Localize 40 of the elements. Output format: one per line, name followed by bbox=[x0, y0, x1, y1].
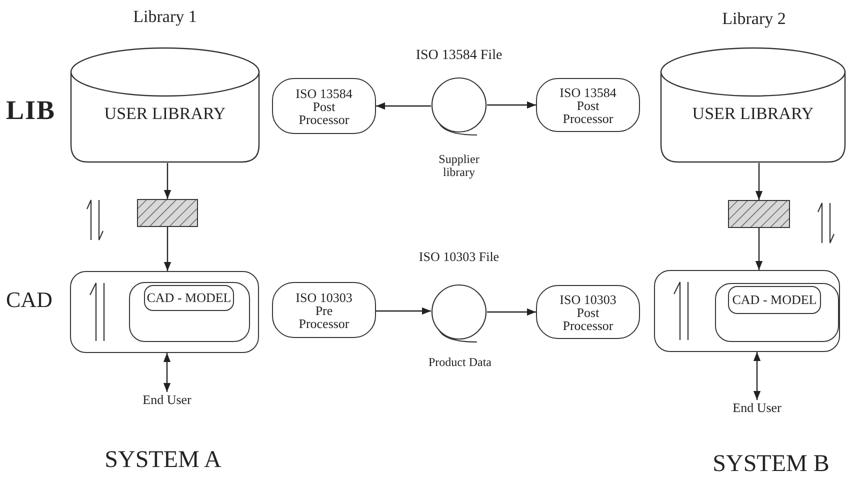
hatched-block bbox=[728, 200, 790, 228]
processor-box: ISO 10303 Post Processor bbox=[536, 285, 640, 339]
library-title: USER LIBRARY bbox=[691, 105, 815, 123]
arrow bbox=[164, 163, 172, 199]
model-tag: CAD - MODEL bbox=[144, 285, 234, 311]
library-caption: Library 1 bbox=[132, 8, 198, 26]
arrow bbox=[487, 308, 536, 316]
processor-box: ISO 13584 Post Processor bbox=[272, 78, 376, 134]
model-frame bbox=[715, 283, 839, 342]
system-frame bbox=[70, 271, 259, 353]
user-label: End User bbox=[135, 392, 199, 410]
system-frame bbox=[654, 270, 840, 352]
arrow bbox=[755, 228, 763, 270]
data-store-circle bbox=[431, 284, 487, 344]
system-label: SYSTEM B bbox=[712, 452, 830, 478]
library-caption: Library 2 bbox=[721, 10, 787, 28]
user-label: End User bbox=[725, 400, 789, 418]
arrow bbox=[163, 353, 171, 392]
row-label: CAD bbox=[6, 288, 54, 312]
arrow bbox=[755, 163, 763, 200]
file-caption: ISO 13584 File bbox=[414, 49, 504, 64]
arrow bbox=[753, 352, 761, 400]
model-tag: CAD - MODEL bbox=[728, 286, 821, 314]
arrow bbox=[487, 101, 536, 109]
row-label: LIB bbox=[6, 96, 57, 124]
library-title: USER LIBRARY bbox=[103, 105, 227, 123]
arrow bbox=[376, 307, 431, 315]
system-label: SYSTEM A bbox=[104, 448, 222, 474]
library-cylinder bbox=[660, 47, 846, 163]
store-caption: Supplier library bbox=[438, 153, 480, 178]
model-frame bbox=[129, 282, 250, 342]
processor-box: ISO 13584 Post Processor bbox=[536, 78, 640, 132]
library-cylinder bbox=[70, 47, 260, 163]
data-store-circle bbox=[431, 77, 487, 137]
store-caption: Product Data bbox=[428, 356, 492, 369]
file-caption: ISO 10303 File bbox=[418, 250, 500, 264]
processor-box: ISO 10303 Pre Processor bbox=[272, 282, 376, 338]
arrow bbox=[376, 102, 431, 110]
arrow bbox=[164, 227, 172, 271]
hatched-block bbox=[137, 199, 198, 227]
